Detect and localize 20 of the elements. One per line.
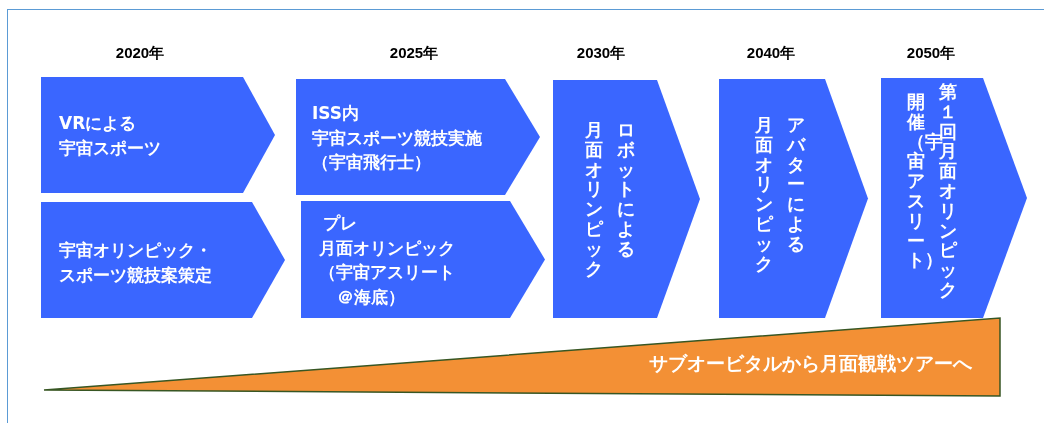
milestone-text: VRによる宇宙スポーツ — [59, 112, 161, 160]
year-label: 2040年 — [746, 44, 796, 63]
chevron-shape — [553, 80, 700, 318]
milestone-text: ロボットによる月面オリンピック — [585, 120, 635, 279]
wedge-label: サブオービタルから月面観戦ツアーへ — [649, 351, 972, 376]
chevron-shape — [41, 77, 275, 193]
chevron-shape — [41, 202, 285, 318]
wedge-shape — [44, 318, 1000, 396]
year-label: 2030年 — [576, 44, 626, 63]
milestone-text: プレ月面オリンピック（宇宙アスリート＠海底） — [319, 212, 455, 309]
chevron-shape — [881, 78, 1027, 318]
chevron-shape — [719, 79, 868, 318]
milestone-text: 宇宙オリンピック・スポーツ競技案策定 — [59, 239, 212, 287]
chevron-shape — [296, 79, 540, 195]
year-label: 2050年 — [906, 44, 956, 63]
milestone-text: アバターによる月面オリンピック — [755, 115, 805, 274]
year-label: 2020年 — [115, 44, 165, 63]
milestone-text: ISS内宇宙スポーツ競技実施（宇宙飛行士） — [312, 102, 482, 175]
chevron-shape — [301, 201, 545, 318]
year-label: 2025年 — [389, 44, 439, 63]
